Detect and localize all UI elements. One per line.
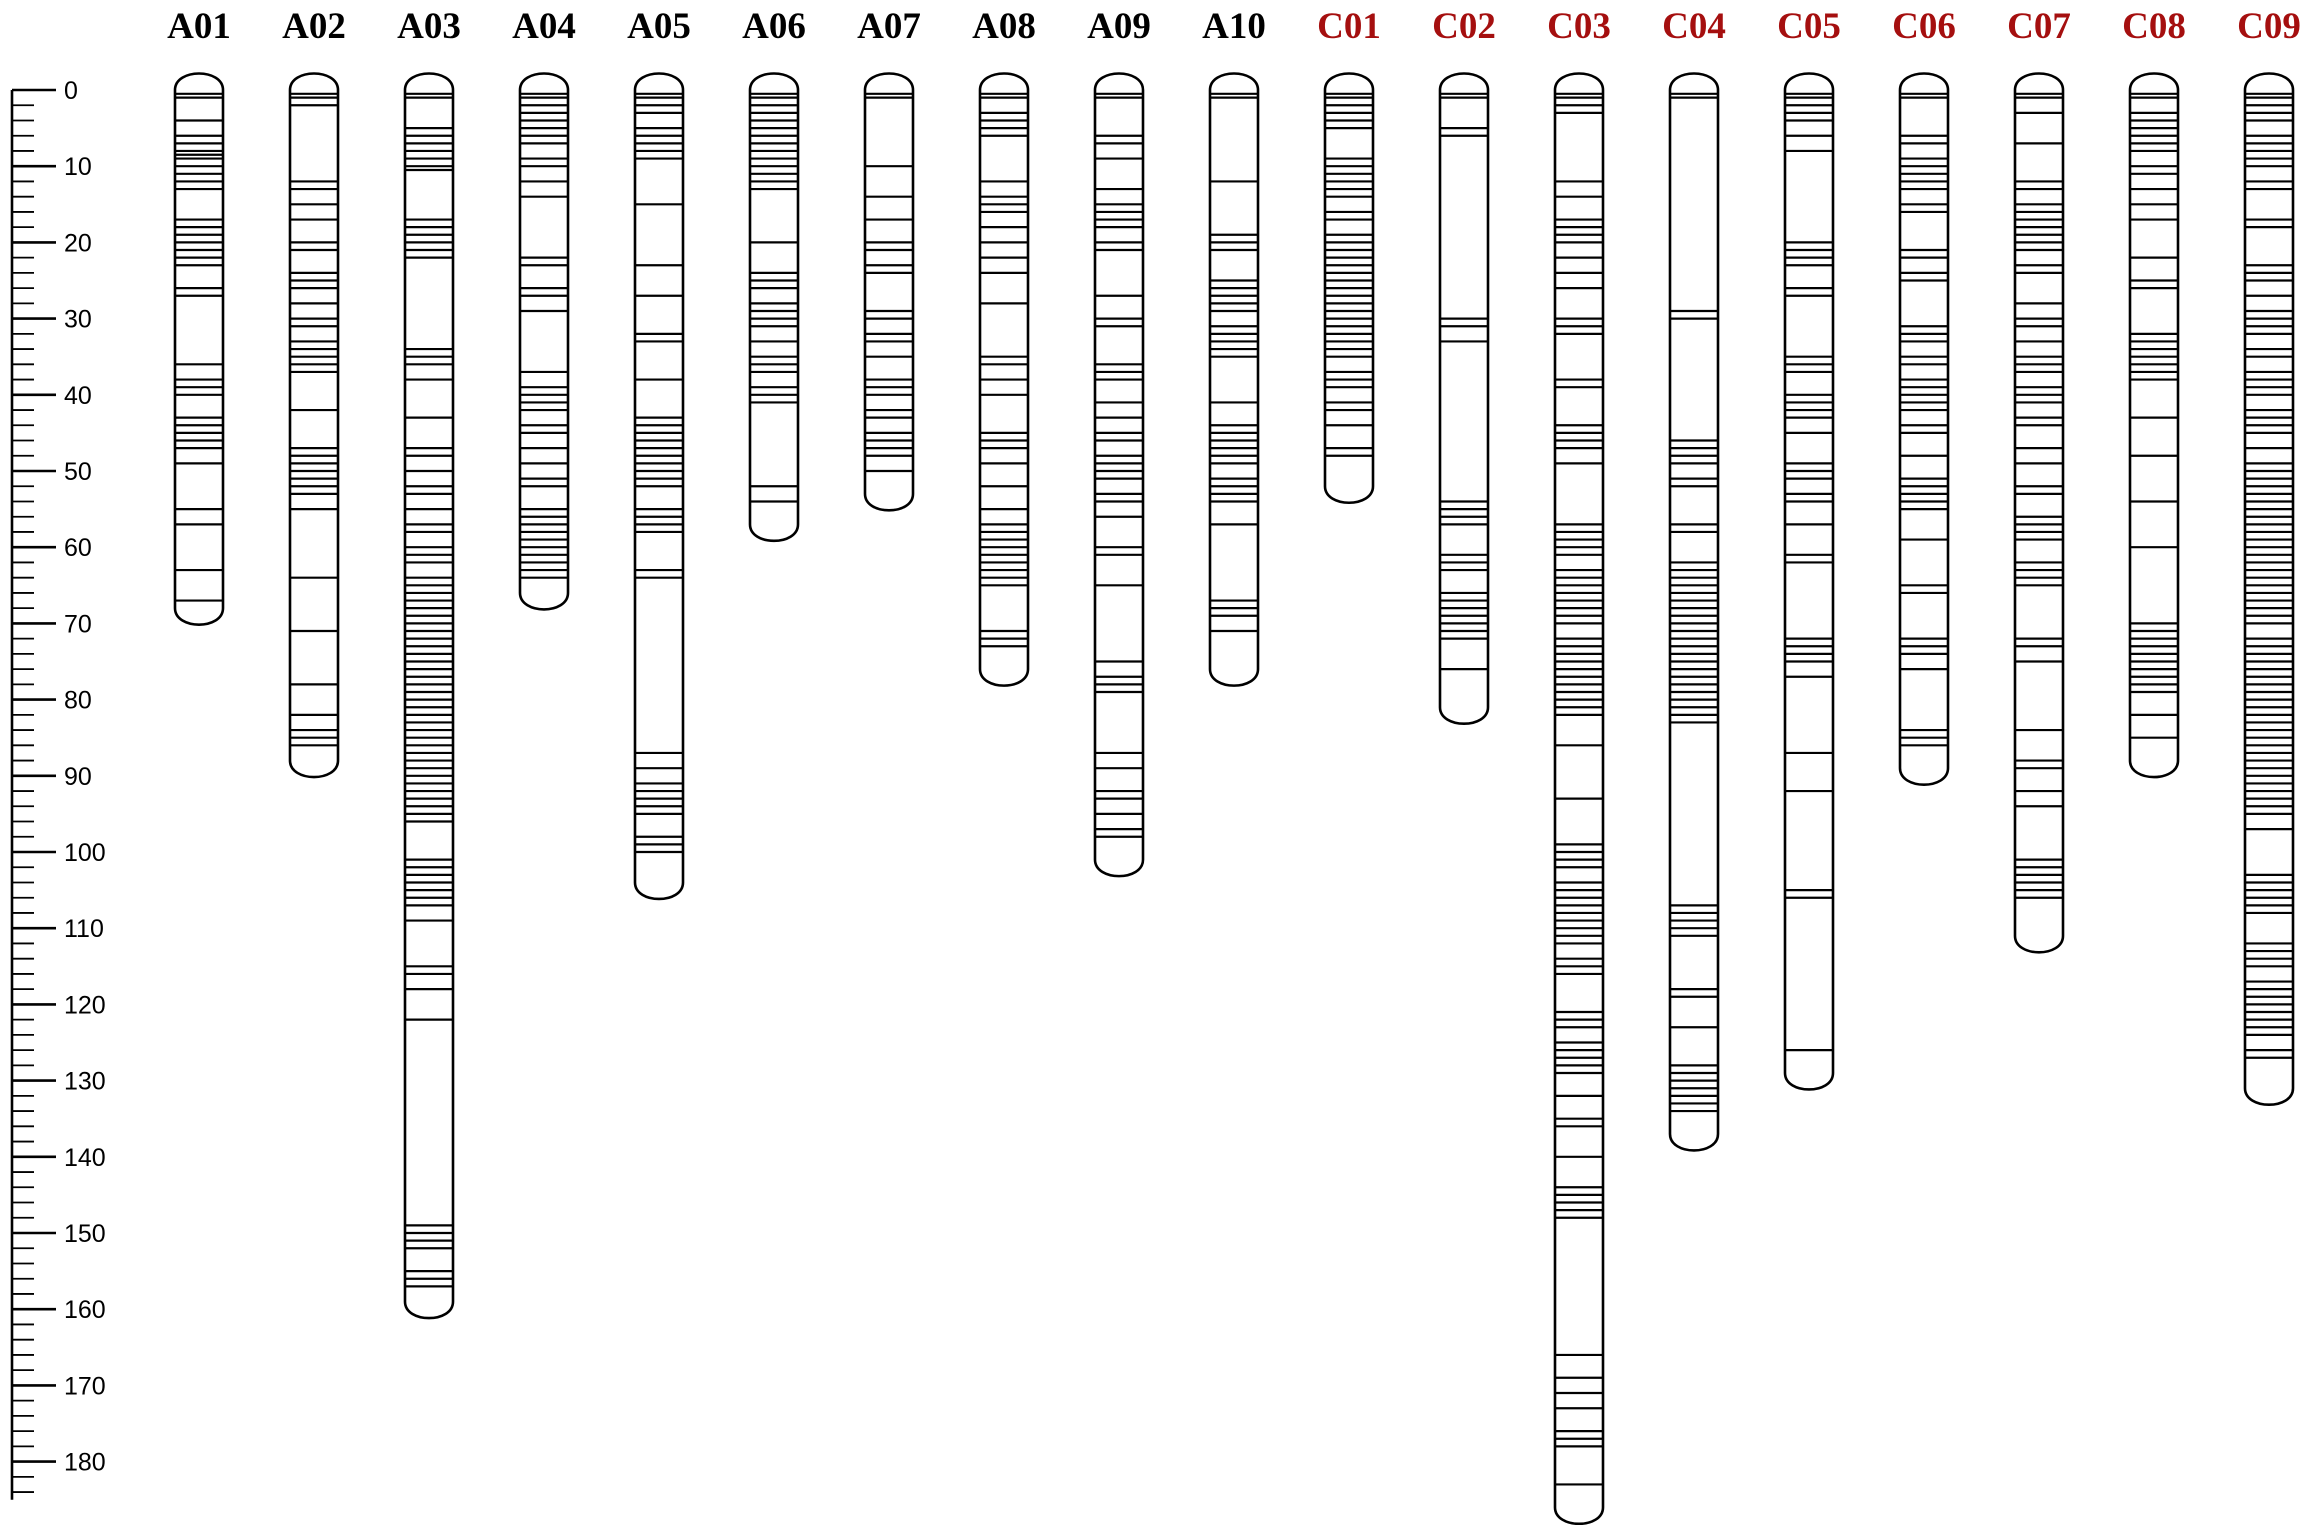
chromosome-c01: C01 — [1317, 6, 1381, 505]
chromosome-label: A05 — [627, 6, 691, 47]
chromosome-a01: A01 — [167, 6, 231, 626]
tick-label: 70 — [64, 610, 92, 638]
tick-label: 140 — [64, 1144, 106, 1172]
tick-label: 110 — [64, 915, 104, 943]
tick-label: 30 — [64, 306, 92, 334]
chromosome-label: C09 — [2237, 6, 2301, 47]
chromosome-body — [173, 72, 225, 626]
chromosome-label: C07 — [2007, 6, 2071, 47]
chromosome-body — [863, 72, 915, 512]
tick-label: 20 — [64, 229, 92, 257]
chromosome-a05: A05 — [627, 6, 691, 901]
chromosome-c02: C02 — [1432, 6, 1496, 726]
tick-label: 170 — [64, 1372, 106, 1400]
chromosome-label: A07 — [857, 6, 921, 47]
tick-label: 40 — [64, 382, 92, 410]
chromosome-label: C05 — [1777, 6, 1841, 47]
chromosome-label: C02 — [1432, 6, 1496, 47]
chromosome-body — [748, 72, 800, 543]
tick-label: 0 — [64, 77, 78, 105]
tick-label: 180 — [64, 1449, 106, 1477]
chromosome-label: C01 — [1317, 6, 1381, 47]
tick-label: 90 — [64, 763, 92, 791]
chromosome-a07: A07 — [857, 6, 921, 512]
distance-axis: 0 10 20 30 40 50 60 70 80 90 100 110 120 130 140 150 160… — [10, 77, 106, 1500]
tick-label: 100 — [64, 839, 106, 867]
chromosome-label: A02 — [282, 6, 346, 47]
chromosome-label: C06 — [1892, 6, 1956, 47]
chromosome-body — [518, 72, 570, 611]
tick-label: 120 — [64, 991, 106, 1019]
tick-label: 160 — [64, 1296, 106, 1324]
chromosome-c08: C08 — [2122, 6, 2186, 779]
chromosome-label: A10 — [1202, 6, 1266, 47]
chromosome-body — [1783, 72, 1835, 1091]
chromosome-body — [1668, 72, 1720, 1152]
tick-label: 80 — [64, 687, 92, 715]
chromosome-c09: C09 — [2237, 6, 2301, 1107]
chromosome-label: A03 — [397, 6, 461, 47]
chromosome-label: A04 — [512, 6, 576, 47]
chromosome-label: A01 — [167, 6, 231, 47]
chromosome-label: A08 — [972, 6, 1036, 47]
chromosome-label: C03 — [1547, 6, 1611, 47]
chromosome-c05: C05 — [1777, 6, 1841, 1091]
chromosome-body — [1093, 72, 1145, 878]
chromosome-label: A06 — [742, 6, 806, 47]
chromosome-a03: A03 — [397, 6, 461, 1320]
chromosome-label: C08 — [2122, 6, 2186, 47]
chromosome-a02: A02 — [282, 6, 346, 779]
tick-label: 50 — [64, 458, 92, 486]
chromosome-body — [2243, 72, 2295, 1107]
chromosome-a06: A06 — [742, 6, 806, 543]
tick-label: 150 — [64, 1220, 106, 1248]
chromosome-c06: C06 — [1892, 6, 1956, 786]
chromosome-body — [1438, 72, 1490, 726]
chromosome-c04: C04 — [1662, 6, 1726, 1152]
chromosome-a04: A04 — [512, 6, 576, 611]
chromosome-c07: C07 — [2007, 6, 2071, 954]
chromosome-body — [403, 72, 455, 1320]
chromosome-body — [2013, 72, 2065, 954]
chromosome-a09: A09 — [1087, 6, 1151, 878]
chromosome-label: C04 — [1662, 6, 1726, 47]
chromosome-body — [2128, 72, 2180, 779]
chromosome-body — [1898, 72, 1950, 786]
chromosome-body — [1208, 72, 1260, 687]
tick-label: 60 — [64, 534, 92, 562]
chromosome-label: A09 — [1087, 6, 1151, 47]
chromosome-a08: A08 — [972, 6, 1036, 687]
tick-label: 10 — [64, 153, 92, 181]
chromosome-set: A01 A02 A03 A04 A05 A06 A07 A08 A09 A10 C01 C02 C03 C… — [167, 6, 2301, 1525]
tick-label: 130 — [64, 1068, 106, 1096]
chromosome-c03: C03 — [1547, 6, 1611, 1525]
chromosome-body — [288, 72, 340, 779]
chromosome-a10: A10 — [1202, 6, 1266, 687]
